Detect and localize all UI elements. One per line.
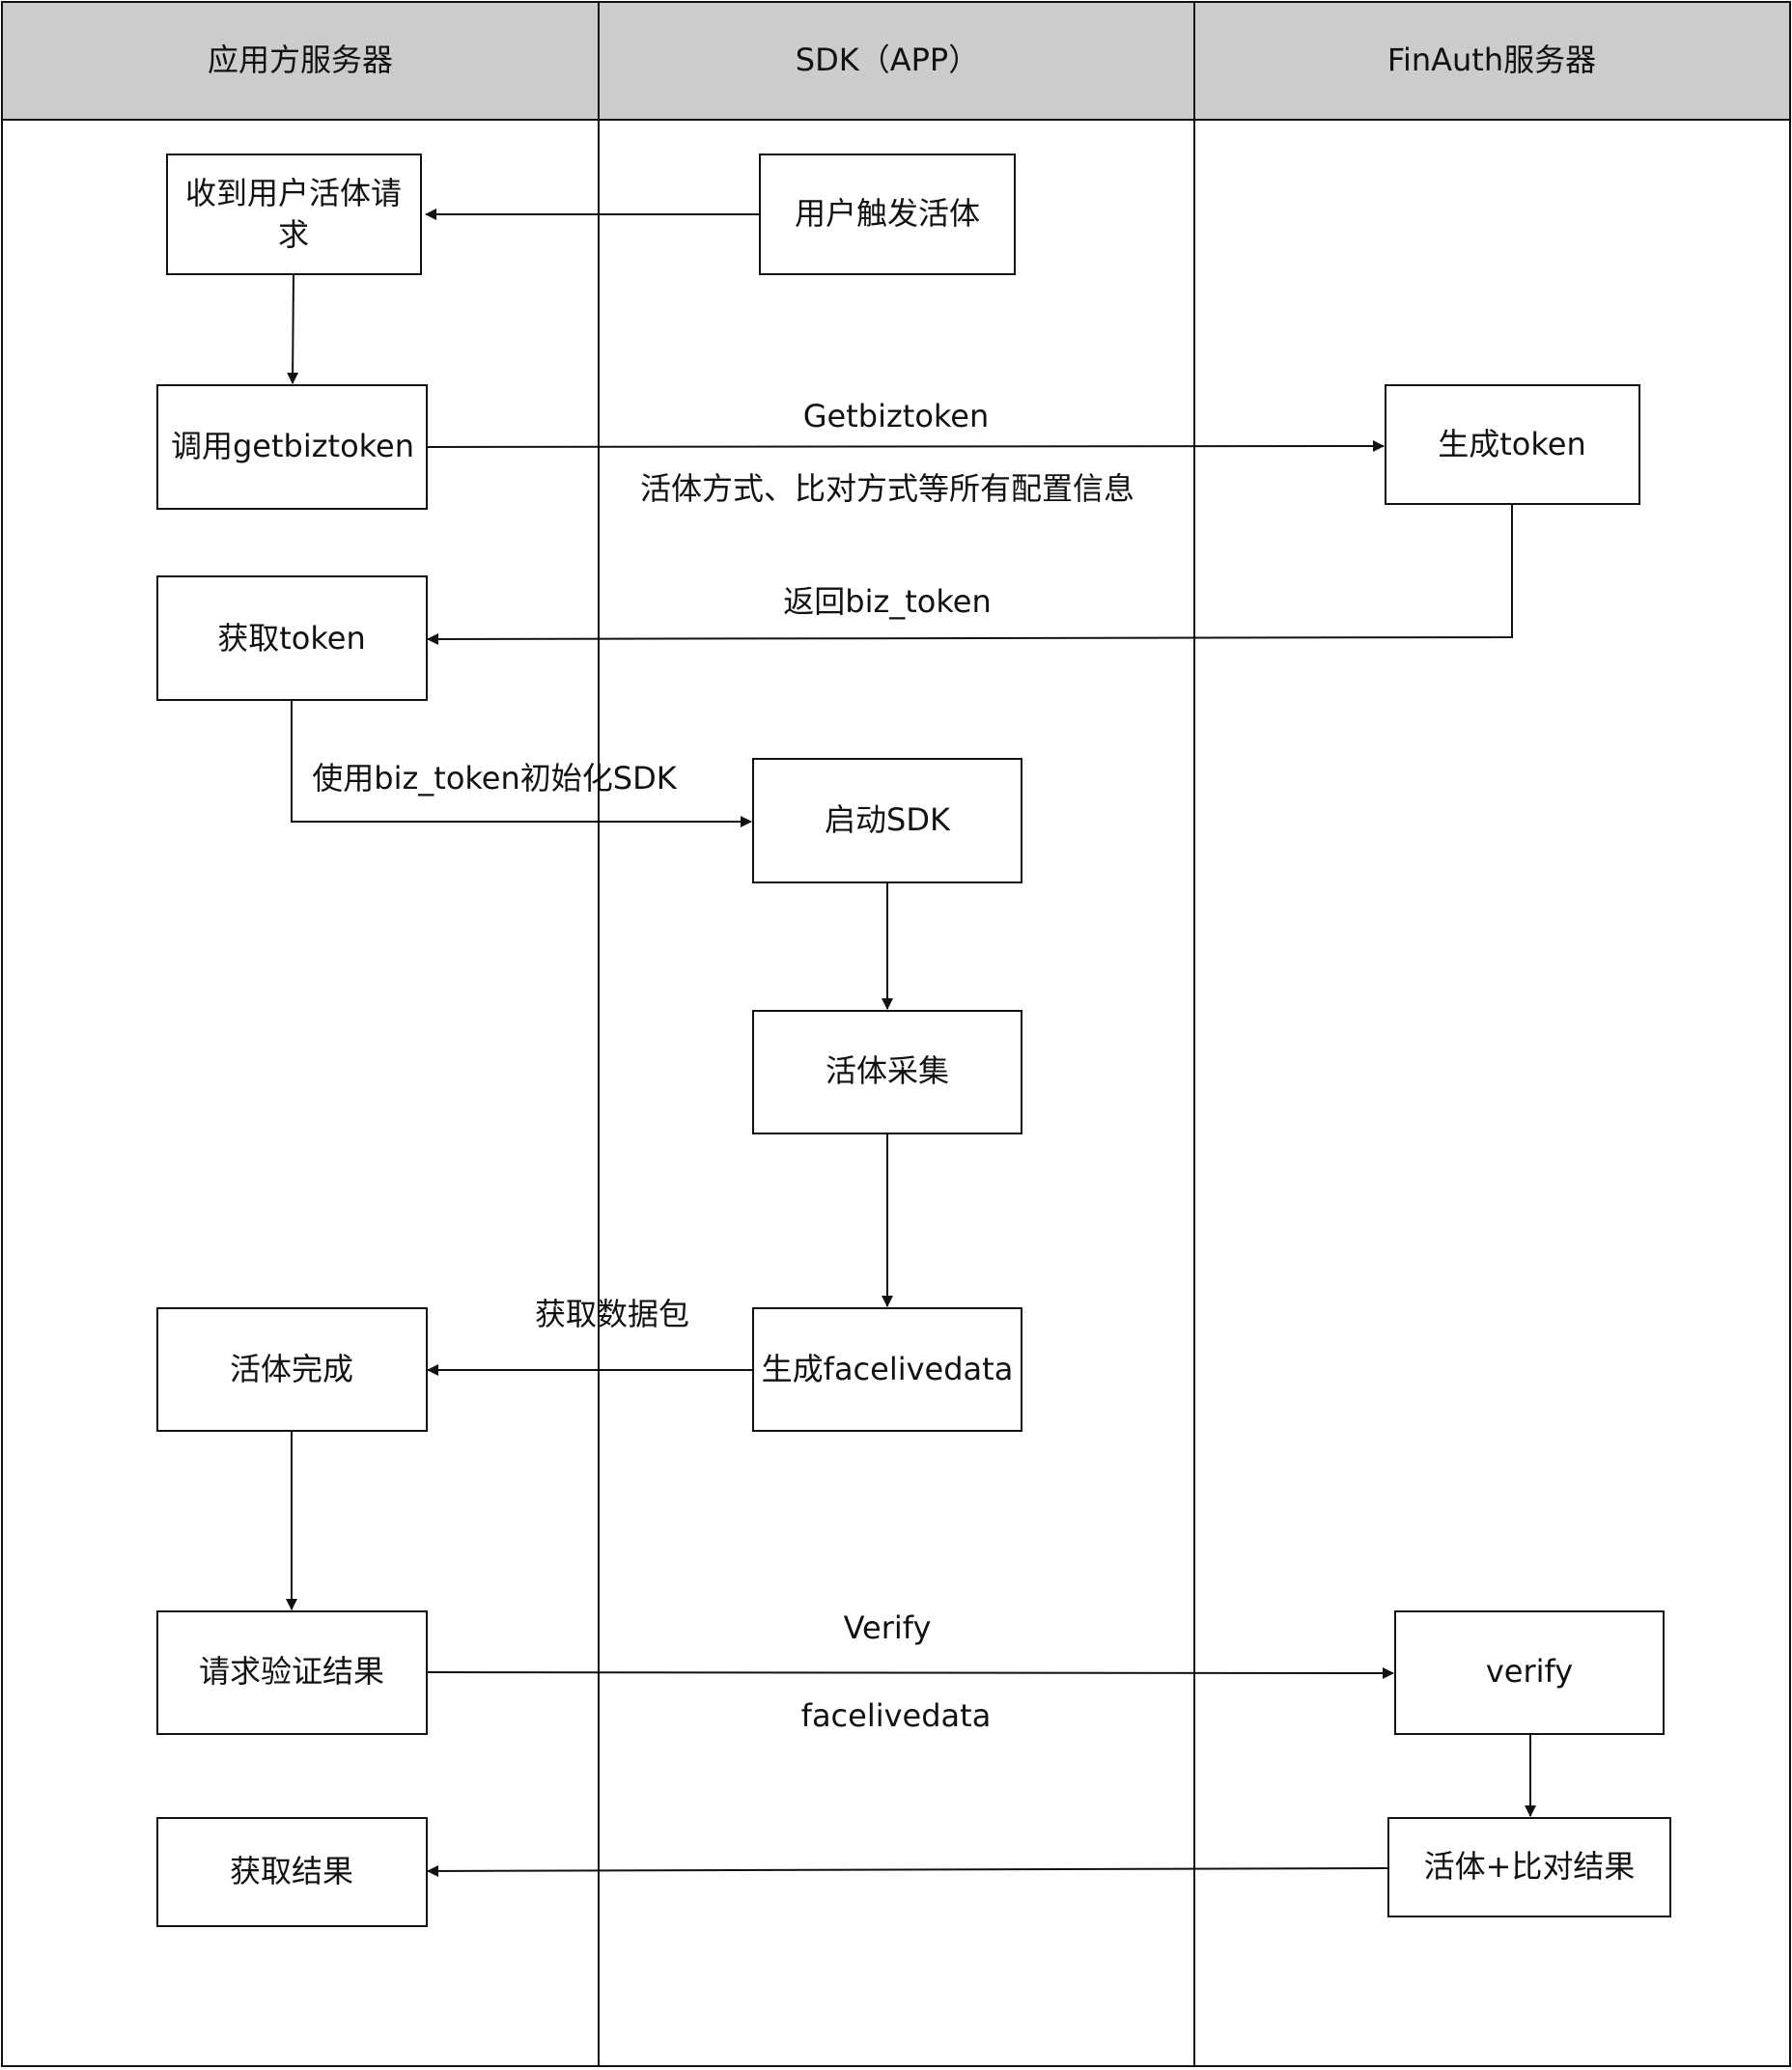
node-user-trigger: 用户触发活体 — [759, 154, 1016, 275]
node-get-result: 获取结果 — [156, 1817, 428, 1927]
node-generate-facelivedata-label: 生成facelivedata — [762, 1351, 1014, 1387]
node-get-token-label: 获取token — [217, 620, 366, 657]
edge-label-init-sdk: 使用biz_token初始化SDK — [312, 760, 677, 797]
edge-call-getbiztoken-to-generate-token — [426, 440, 1385, 453]
lane-header-app-server: 应用方服务器 — [208, 42, 393, 78]
node-verify: verify — [1394, 1610, 1665, 1735]
node-receive-request-line-1: 收到用户活体请 — [185, 175, 402, 211]
node-verify-label: verify — [1486, 1653, 1573, 1690]
node-get-result-label: 获取结果 — [230, 1853, 353, 1889]
node-receive-request: 收到用户活体请 求 — [166, 154, 422, 275]
node-compare-result: 活体+比对结果 — [1387, 1817, 1671, 1917]
edge-label-return-biz-token: 返回biz_token — [783, 583, 992, 620]
edge-compare-result-to-get-result — [427, 1864, 1388, 1877]
node-generate-token: 生成token — [1385, 384, 1640, 505]
node-user-trigger-label: 用户触发活体 — [795, 195, 980, 232]
node-start-sdk: 启动SDK — [752, 758, 1022, 883]
connectors — [286, 209, 1536, 1877]
node-call-getbiztoken: 调用getbiztoken — [156, 384, 428, 510]
edge-request-verify-to-verify — [426, 1666, 1394, 1679]
edge-label-facelivedata: facelivedata — [801, 1697, 992, 1734]
node-receive-request-line-2: 求 — [278, 216, 309, 253]
node-call-getbiztoken-label: 调用getbiztoken — [171, 428, 414, 464]
node-request-verify: 请求验证结果 — [156, 1610, 428, 1735]
header-background — [2, 2, 1790, 120]
node-request-verify-label: 请求验证结果 — [199, 1653, 384, 1690]
node-liveness-capture-label: 活体采集 — [826, 1052, 949, 1089]
node-liveness-done: 活体完成 — [156, 1307, 428, 1432]
edge-label-getbiztoken: Getbiztoken — [803, 398, 990, 434]
edge-label-verify: Verify — [844, 1609, 932, 1646]
edge-label-get-data-package: 获取数据包 — [535, 1296, 689, 1332]
lane-header-finauth: FinAuth服务器 — [1387, 42, 1596, 78]
edge-generate-token-to-get-token — [427, 504, 1513, 645]
node-generate-token-label: 生成token — [1438, 426, 1586, 462]
node-generate-facelivedata: 生成facelivedata — [752, 1307, 1022, 1432]
node-start-sdk-label: 启动SDK — [825, 801, 951, 838]
node-liveness-capture: 活体采集 — [752, 1010, 1022, 1134]
edge-label-config-info: 活体方式、比对方式等所有配置信息 — [640, 470, 1134, 507]
node-get-token: 获取token — [156, 575, 428, 701]
edge-get-token-to-start-sdk — [291, 701, 752, 827]
edge-receive-request-to-call-getbiztoken — [287, 273, 299, 384]
lane-header-sdk: SDK（APP） — [796, 42, 979, 78]
node-compare-result-label: 活体+比对结果 — [1424, 1848, 1636, 1885]
node-liveness-done-label: 活体完成 — [230, 1351, 353, 1387]
